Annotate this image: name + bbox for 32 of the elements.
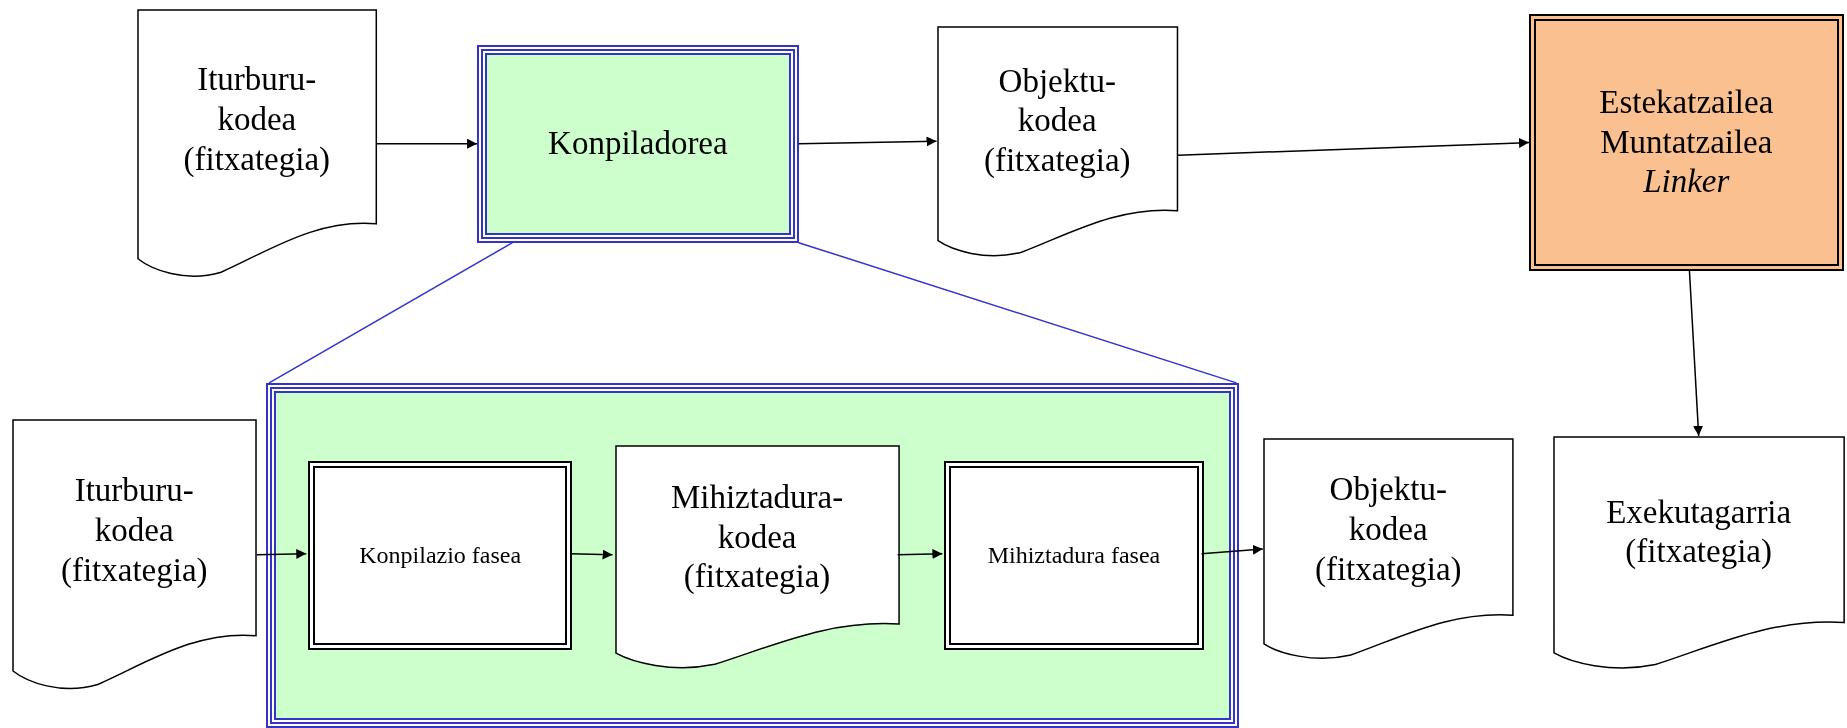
node-label: Objektu-kodea (fitxategia): [1313, 470, 1463, 589]
document-shape: [136, 9, 377, 278]
node-label: Estekatzailea Muntatzailea: [1598, 83, 1775, 162]
arrow: [797, 136, 938, 147]
node-label: Iturburu-kodea (fitxategia): [182, 60, 332, 179]
process-box: [477, 44, 799, 243]
arrow: [376, 138, 478, 149]
document-shape: [936, 25, 1178, 257]
arrow: [569, 549, 614, 560]
arrow: [256, 548, 308, 559]
arrow: [1200, 544, 1264, 555]
process-box: [1529, 14, 1844, 271]
connector-line: [268, 241, 514, 384]
arrow: [1177, 137, 1530, 156]
node-label: Linker: [1643, 162, 1730, 202]
document-shape: [614, 444, 900, 669]
process-box: [266, 382, 1240, 728]
document-shape: [11, 419, 257, 691]
node-label: Iturburu-kodea (fitxategia): [59, 471, 209, 590]
arrow: [1688, 270, 1704, 437]
connector-line: [797, 241, 1238, 384]
node-label: Exekutagarria (fitxategia): [1605, 492, 1793, 572]
node-label: Mihiztadura fasea: [987, 541, 1161, 571]
process-box: [944, 461, 1204, 650]
node-label: Konpiladorea: [548, 123, 728, 163]
arrow: [896, 548, 944, 559]
node-label: Konpilazio fasea: [359, 541, 522, 571]
document-shape: [1552, 435, 1845, 670]
node-label: Mihiztadura-kodea (fitxategia): [669, 478, 845, 597]
node-label: Objektu-kodea (fitxategia): [982, 61, 1132, 181]
document-shape: [1262, 438, 1514, 660]
process-box: [308, 461, 573, 650]
